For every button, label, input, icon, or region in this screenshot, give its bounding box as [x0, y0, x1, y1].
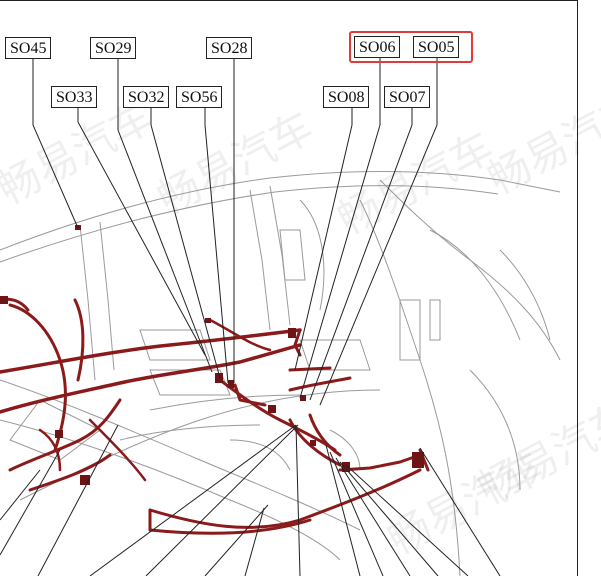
- label-so32: SO32: [123, 86, 170, 108]
- car-body-outline: [0, 171, 561, 576]
- label-so05: SO05: [413, 36, 460, 58]
- label-so07: SO07: [384, 86, 431, 108]
- label-so29: SO29: [90, 37, 137, 59]
- label-so08: SO08: [323, 86, 370, 108]
- label-so28: SO28: [206, 37, 253, 59]
- wiring-harness: [0, 297, 430, 535]
- highlight-box: [349, 31, 473, 63]
- leader-lines: [0, 58, 501, 576]
- label-so56: SO56: [176, 86, 223, 108]
- diagram-frame: [0, 0, 578, 576]
- label-so45: SO45: [5, 37, 52, 59]
- label-so33: SO33: [51, 86, 98, 108]
- label-so06: SO06: [354, 36, 401, 58]
